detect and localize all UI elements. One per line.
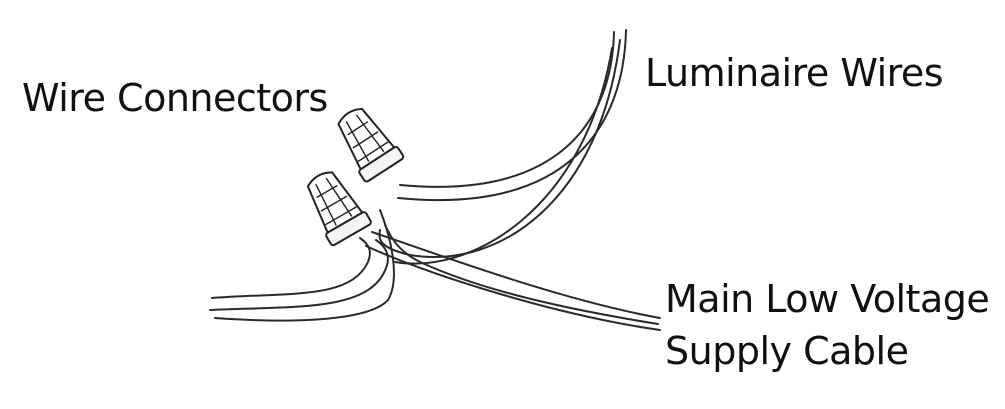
upper-wire-connector — [337, 107, 405, 183]
luminaire-wires — [378, 29, 627, 265]
lower-wire-connector — [306, 171, 372, 247]
luminaire-wires-label: Luminaire Wires — [645, 51, 944, 95]
main-cable-label-line2: Supply Cable — [665, 329, 909, 373]
wire-connectors-label: Wire Connectors — [22, 76, 328, 120]
main-supply-cable — [209, 209, 661, 331]
main-cable-label-line1: Main Low Voltage — [665, 277, 990, 321]
